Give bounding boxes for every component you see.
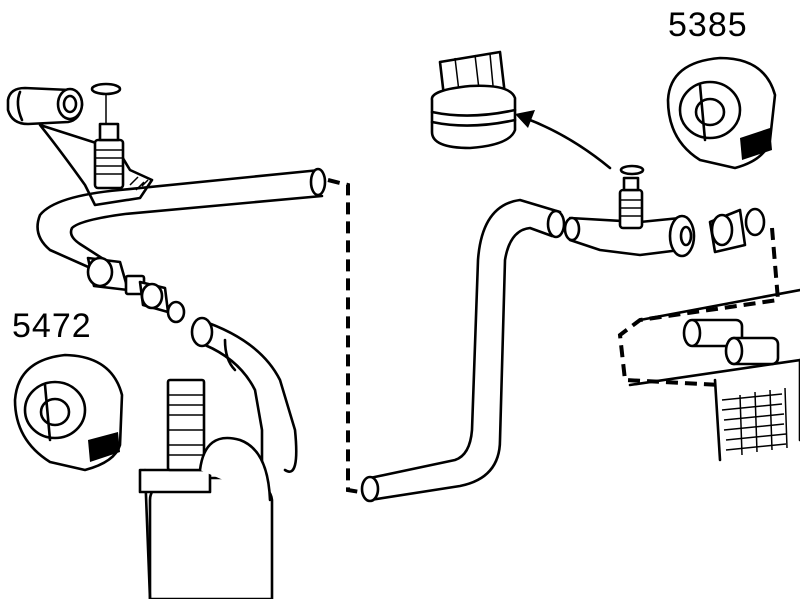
right-fitting xyxy=(563,164,766,258)
replacement-arrow xyxy=(523,116,612,170)
left-fitting-bracket xyxy=(6,82,154,207)
section-break-line xyxy=(327,178,361,494)
pressure-switch xyxy=(430,50,517,150)
left-upper-hose xyxy=(36,167,327,292)
receiver-drier xyxy=(138,378,274,601)
tool-5472 xyxy=(13,353,124,472)
middle-hose xyxy=(360,198,566,503)
part-number-5472: 5472 xyxy=(12,307,92,345)
part-number-5385: 5385 xyxy=(668,6,748,44)
tool-5385 xyxy=(666,56,777,170)
condenser xyxy=(628,288,800,462)
left-coupling-parts xyxy=(124,274,186,324)
condenser-break-line xyxy=(617,227,781,387)
